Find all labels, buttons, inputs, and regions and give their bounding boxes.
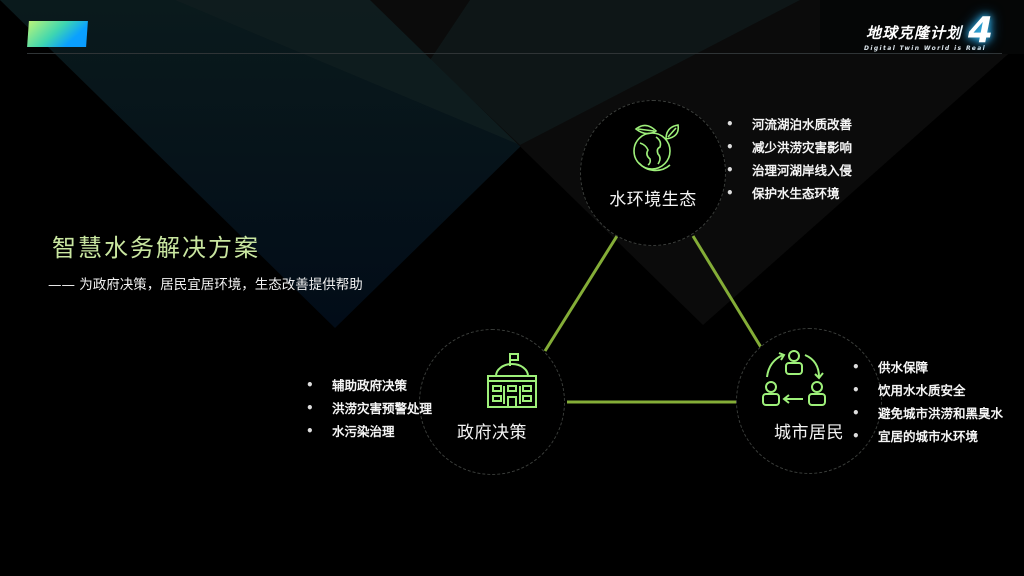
bullet-item: 保护水生态环境 xyxy=(726,182,852,205)
logo-subtitle: Digital Twin World is Real xyxy=(864,45,987,52)
bullet-item: 避免城市洪涝和黑臭水 xyxy=(852,402,1003,425)
bullet-item: 洪涝灾害预警处理 xyxy=(306,397,432,420)
bullet-item: 宜居的城市水环境 xyxy=(852,425,1003,448)
node-water-ecology: 水环境生态 xyxy=(580,100,726,246)
logo-title: 地球克隆计划 xyxy=(866,24,963,42)
page-title: 智慧水务解决方案 xyxy=(52,234,260,262)
water-ecology-bullets: 河流湖泊水质改善 减少洪涝灾害影响 治理河湖岸线入侵 保护水生态环境 xyxy=(726,113,852,205)
earth-leaves-icon xyxy=(633,124,680,172)
bullet-item: 供水保障 xyxy=(852,356,1003,379)
logo-number: 4 xyxy=(968,10,994,51)
government-bullets: 辅助政府决策 洪涝灾害预警处理 水污染治理 xyxy=(306,374,432,443)
bullet-item: 治理河湖岸线入侵 xyxy=(726,159,852,182)
node-label: 水环境生态 xyxy=(609,190,697,210)
node-label: 城市居民 xyxy=(774,423,844,443)
node-government: 政府决策 xyxy=(419,329,565,475)
bullet-item: 水污染治理 xyxy=(306,420,432,443)
page-subtitle: —— 为政府决策，居民宜居环境，生态改善提供帮助 xyxy=(48,277,363,293)
bullet-item: 饮用水水质安全 xyxy=(852,379,1003,402)
node-label: 政府决策 xyxy=(457,423,527,443)
government-building-icon xyxy=(487,353,537,408)
residents-bullets: 供水保障 饮用水水质安全 避免城市洪涝和黑臭水 宜居的城市水环境 xyxy=(852,356,1003,448)
bullet-item: 河流湖泊水质改善 xyxy=(726,113,852,136)
bullet-item: 减少洪涝灾害影响 xyxy=(726,136,852,159)
brand-logo: 地球克隆计划 Digital Twin World is Real 4 xyxy=(850,8,1024,58)
people-cycle-icon xyxy=(762,350,826,406)
bullet-item: 辅助政府决策 xyxy=(306,374,432,397)
header-divider xyxy=(27,53,1002,54)
